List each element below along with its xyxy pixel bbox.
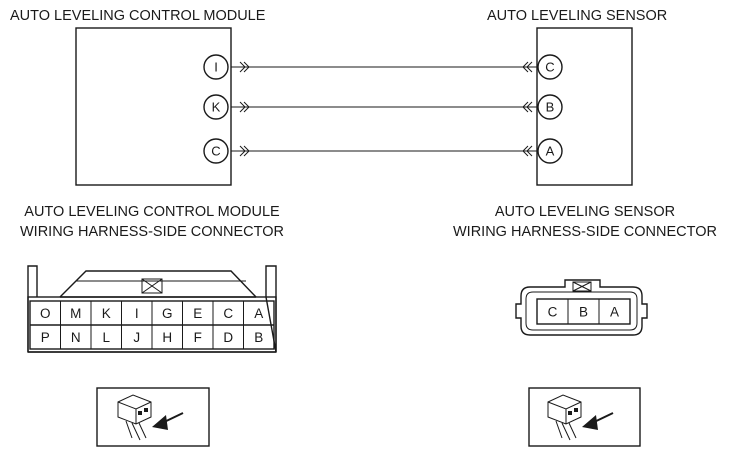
connector-block-icon [117, 394, 152, 425]
pin-cell: A [610, 305, 619, 320]
module-pin-label: C [211, 144, 220, 159]
pin-cell: H [162, 330, 172, 345]
pin-cell: I [135, 306, 139, 321]
module-pin-label: I [214, 60, 218, 75]
module-terminal-chevron [239, 145, 250, 157]
module-harness-connector: O M K I G E C A P N L J H F D B [27, 265, 277, 353]
pin-cell: K [102, 306, 111, 321]
module-connector-caption-line1: AUTO LEVELING CONTROL MODULE [24, 204, 280, 220]
pin-cell: A [254, 306, 263, 321]
wire-3: C A [203, 138, 563, 164]
latch-mark [141, 278, 163, 294]
module-title: AUTO LEVELING CONTROL MODULE [10, 8, 266, 24]
sensor-pin-label: C [545, 60, 554, 75]
wire-2: K B [203, 94, 563, 120]
pin-cell: B [579, 305, 588, 320]
sensor-pin-label: A [546, 144, 555, 159]
module-pin-circle [203, 54, 229, 80]
pin-cell: L [103, 330, 111, 345]
harness-view-indicator-module [96, 387, 210, 447]
module-box [75, 27, 232, 186]
pin-cell: N [71, 330, 81, 345]
connector-latch-housing [59, 270, 257, 298]
pin-grid [536, 298, 631, 325]
sensor-connector-caption-line1: AUTO LEVELING SENSOR [495, 204, 675, 220]
latch-mark [572, 281, 592, 292]
pin-cell: B [254, 330, 263, 345]
pin-cell: G [162, 306, 173, 321]
pin-cell: J [133, 330, 140, 345]
module-connector-caption-line2: WIRING HARNESS-SIDE CONNECTOR [20, 224, 284, 240]
pin-cell: M [70, 306, 81, 321]
module-pin-circle [203, 94, 229, 120]
module-pin-circle [203, 138, 229, 164]
pin-cell: D [223, 330, 233, 345]
sensor-pin-circle [537, 54, 563, 80]
sensor-terminal-chevron [522, 145, 533, 157]
wire-bundle-icon [555, 420, 577, 441]
sensor-connector-caption-line2: WIRING HARNESS-SIDE CONNECTOR [453, 224, 717, 240]
sensor-pin-label: B [546, 100, 555, 115]
pin-cell: C [548, 305, 558, 320]
wire-bundle-icon [125, 420, 147, 441]
pin-cell: O [40, 306, 51, 321]
module-terminal-chevron [239, 101, 250, 113]
sensor-pin-circle [537, 94, 563, 120]
pin-cell: E [193, 306, 202, 321]
pin-cell: P [41, 330, 50, 345]
sensor-terminal-chevron [522, 101, 533, 113]
sensor-title: AUTO LEVELING SENSOR [487, 8, 667, 24]
sensor-terminal-chevron [522, 61, 533, 73]
harness-view-indicator-sensor [528, 387, 641, 447]
module-terminal-chevron [239, 61, 250, 73]
pin-cell: C [223, 306, 233, 321]
module-pin-label: K [212, 100, 221, 115]
connector-block-icon [547, 394, 582, 425]
sensor-pin-circle [537, 138, 563, 164]
sensor-harness-connector: C B A [515, 279, 648, 336]
wire-1: I C [203, 54, 563, 80]
pin-cell: F [194, 330, 202, 345]
